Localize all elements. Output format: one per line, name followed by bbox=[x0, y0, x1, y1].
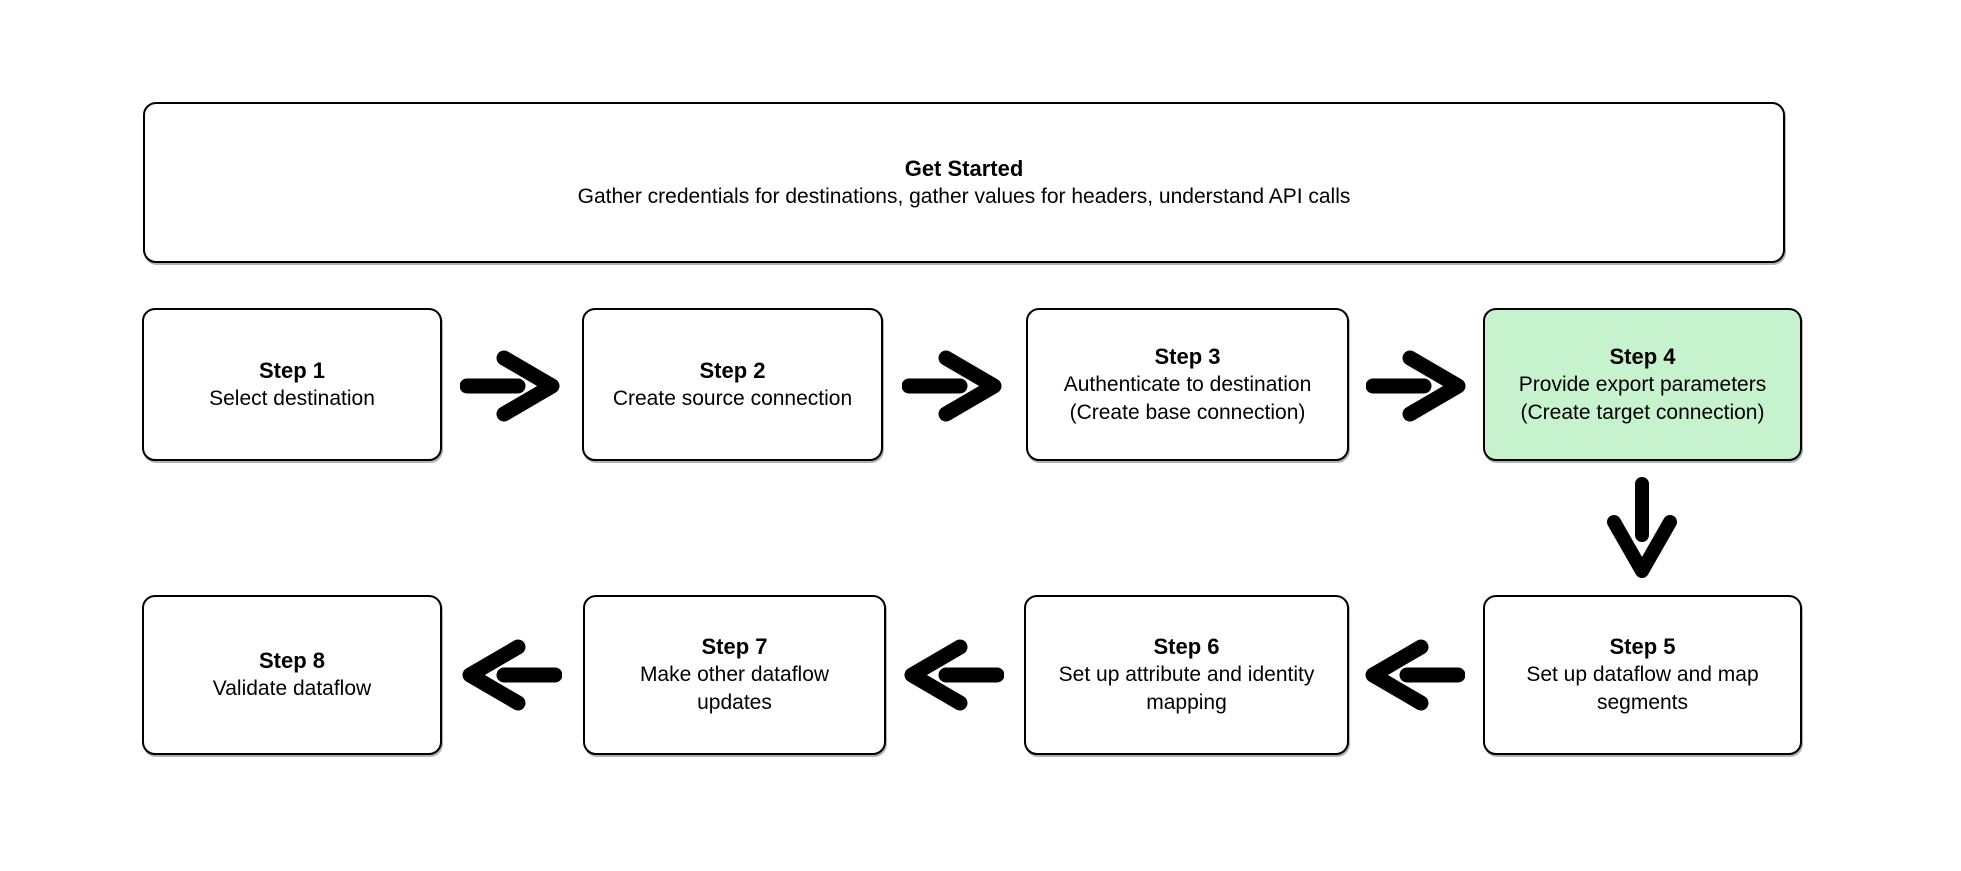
get-started-description: Gather credentials for destinations, gat… bbox=[577, 184, 1351, 208]
step-text-line: Select destination bbox=[209, 386, 375, 410]
step-title: Step 4 bbox=[1609, 343, 1676, 369]
step-title: Step 3 bbox=[1154, 343, 1221, 369]
step-title: Step 8 bbox=[258, 648, 326, 673]
get-started-title: Get Started bbox=[904, 155, 1024, 181]
step-text-line: Set up attribute and identity bbox=[1058, 663, 1315, 686]
arrow-left-icon bbox=[904, 639, 1004, 711]
get-started-box: Get Started Gather credentials for desti… bbox=[143, 102, 1785, 263]
step-text-line: Authenticate to destination bbox=[1063, 372, 1312, 396]
arrow-left-icon bbox=[1365, 639, 1465, 711]
step-text-line: Validate dataflow bbox=[212, 677, 372, 700]
step-title: Step 6 bbox=[1153, 634, 1220, 659]
step-box-step-1: Step 1 Select destination bbox=[142, 308, 442, 461]
step-box-step-7: Step 7 Make other dataflow updates bbox=[583, 595, 886, 755]
arrow-right-icon bbox=[460, 350, 560, 422]
step-text-line: segments bbox=[1596, 691, 1689, 714]
step-box-step-6: Step 6 Set up attribute and identity map… bbox=[1024, 595, 1349, 755]
step-text-line: mapping bbox=[1146, 691, 1227, 714]
step-title: Step 2 bbox=[699, 357, 766, 383]
step-box-step-2: Step 2 Create source connection bbox=[582, 308, 883, 461]
step-title: Step 7 bbox=[701, 634, 768, 659]
step-text-line: Create source connection bbox=[612, 386, 853, 410]
arrow-down-icon bbox=[1607, 477, 1677, 578]
arrow-left-icon bbox=[462, 639, 562, 711]
step-title: Step 5 bbox=[1609, 634, 1676, 659]
step-box-step-8: Step 8 Validate dataflow bbox=[142, 595, 442, 755]
step-text-line: updates bbox=[697, 691, 772, 714]
step-text-line: (Create base connection) bbox=[1069, 400, 1306, 424]
step-box-step-5: Step 5 Set up dataflow and map segments bbox=[1483, 595, 1802, 755]
arrow-right-icon bbox=[902, 350, 1002, 422]
step-title: Step 1 bbox=[258, 357, 326, 383]
step-text-line: Provide export parameters bbox=[1518, 372, 1767, 396]
step-text-line: Set up dataflow and map bbox=[1526, 663, 1759, 686]
arrow-right-icon bbox=[1366, 350, 1466, 422]
step-box-step-3: Step 3 Authenticate to destination (Crea… bbox=[1026, 308, 1349, 461]
step-text-line: (Create target connection) bbox=[1520, 400, 1765, 424]
step-box-step-4: Step 4 Provide export parameters (Create… bbox=[1483, 308, 1802, 461]
step-text-line: Make other dataflow bbox=[639, 663, 830, 686]
